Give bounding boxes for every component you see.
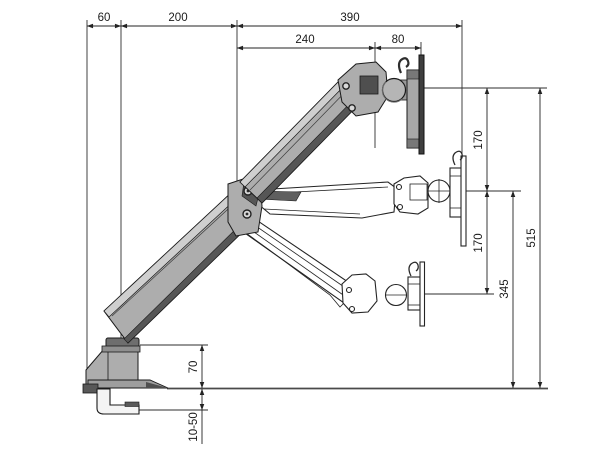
upper-arm (103, 191, 257, 344)
wrist-bracket-middle (393, 175, 429, 215)
dim-label-170-upper: 170 (473, 130, 485, 149)
forearm-lowered-inner-1 (249, 221, 351, 292)
clamp-lower-jaw (96, 388, 140, 415)
dim-label-60: 60 (98, 12, 111, 24)
forearm-lowered-flange (245, 232, 348, 308)
elbow-pivot-lower-dot (245, 212, 249, 216)
wrist-screw-raised-1 (342, 82, 350, 90)
monitor-mount-raised (337, 54, 425, 155)
dim-label-170-lower: 170 (473, 233, 485, 252)
clamp-front-lip (82, 383, 99, 394)
dim-label-390: 390 (340, 12, 359, 24)
forearm-lowered-inner-2 (246, 226, 347, 298)
forearm-raised-inner-line (249, 84, 353, 191)
vesa-bracket-raised-top (406, 69, 421, 80)
dimension-reach: 390 (236, 12, 463, 29)
cable-hook-middle (452, 150, 463, 166)
dimension-elbow-to-wrist: 240 (236, 34, 376, 51)
dim-label-200: 200 (168, 12, 187, 24)
vesa-bracket-raised (406, 69, 421, 149)
monitor-mount-lowered (341, 261, 426, 327)
wrist-screw-middle-1 (395, 183, 403, 191)
clamp-base-wedge (85, 348, 139, 386)
clamp-top-jaw-tip (146, 382, 168, 388)
clamp-pad (124, 401, 140, 407)
dim-label-345: 345 (499, 279, 511, 298)
dimension-base-to-elbow: 200 (120, 12, 238, 29)
dimension-travel-lower: 170 (473, 190, 490, 295)
forearm-horizontal-lower-line (263, 208, 361, 215)
wrist-screw-lowered-2 (348, 305, 356, 313)
cable-hook-raised (397, 57, 410, 74)
vesa-plate-lowered (419, 261, 426, 327)
dimension-travel-upper: 170 (473, 87, 490, 192)
wrist-inset-middle (409, 183, 428, 201)
cable-hook-lowered (408, 261, 419, 277)
dimension-clamp-offset: 60 (86, 12, 122, 29)
vesa-plate-raised (418, 54, 425, 155)
wrist-screw-raised-2 (348, 104, 356, 112)
dimension-clamp-range: 10-50 (188, 388, 205, 444)
base-clamp (82, 337, 169, 415)
vesa-bracket-raised-bottom (406, 138, 421, 149)
forearm-raised-position (239, 75, 367, 204)
forearm-lowered-position (241, 216, 355, 308)
wrist-inset-raised (359, 75, 379, 95)
dimension-base-height: 70 (188, 344, 205, 389)
vesa-plate-middle (460, 155, 467, 247)
dim-label-70: 70 (188, 361, 200, 374)
vesa-bracket-middle (449, 167, 463, 218)
dim-label-240: 240 (295, 34, 314, 46)
ball-joint-raised-shade (381, 81, 403, 103)
wrist-screw-lowered-1 (345, 286, 353, 294)
dimension-mid-height: 345 (499, 190, 516, 389)
dimension-max-height: 515 (526, 87, 543, 389)
wrist-bracket-lowered (341, 273, 378, 314)
clamp-base-collar (101, 345, 141, 353)
forearm-horizontal-position (255, 181, 397, 219)
dim-label-80: 80 (392, 34, 405, 46)
dim-label-515: 515 (526, 228, 538, 247)
upper-arm-inner-line (111, 198, 240, 317)
wrist-screw-middle-2 (396, 203, 404, 211)
monitor-mount-middle (393, 150, 467, 247)
dimension-wrist-to-plate: 80 (374, 34, 422, 51)
dim-label-10-50: 10-50 (188, 412, 200, 441)
